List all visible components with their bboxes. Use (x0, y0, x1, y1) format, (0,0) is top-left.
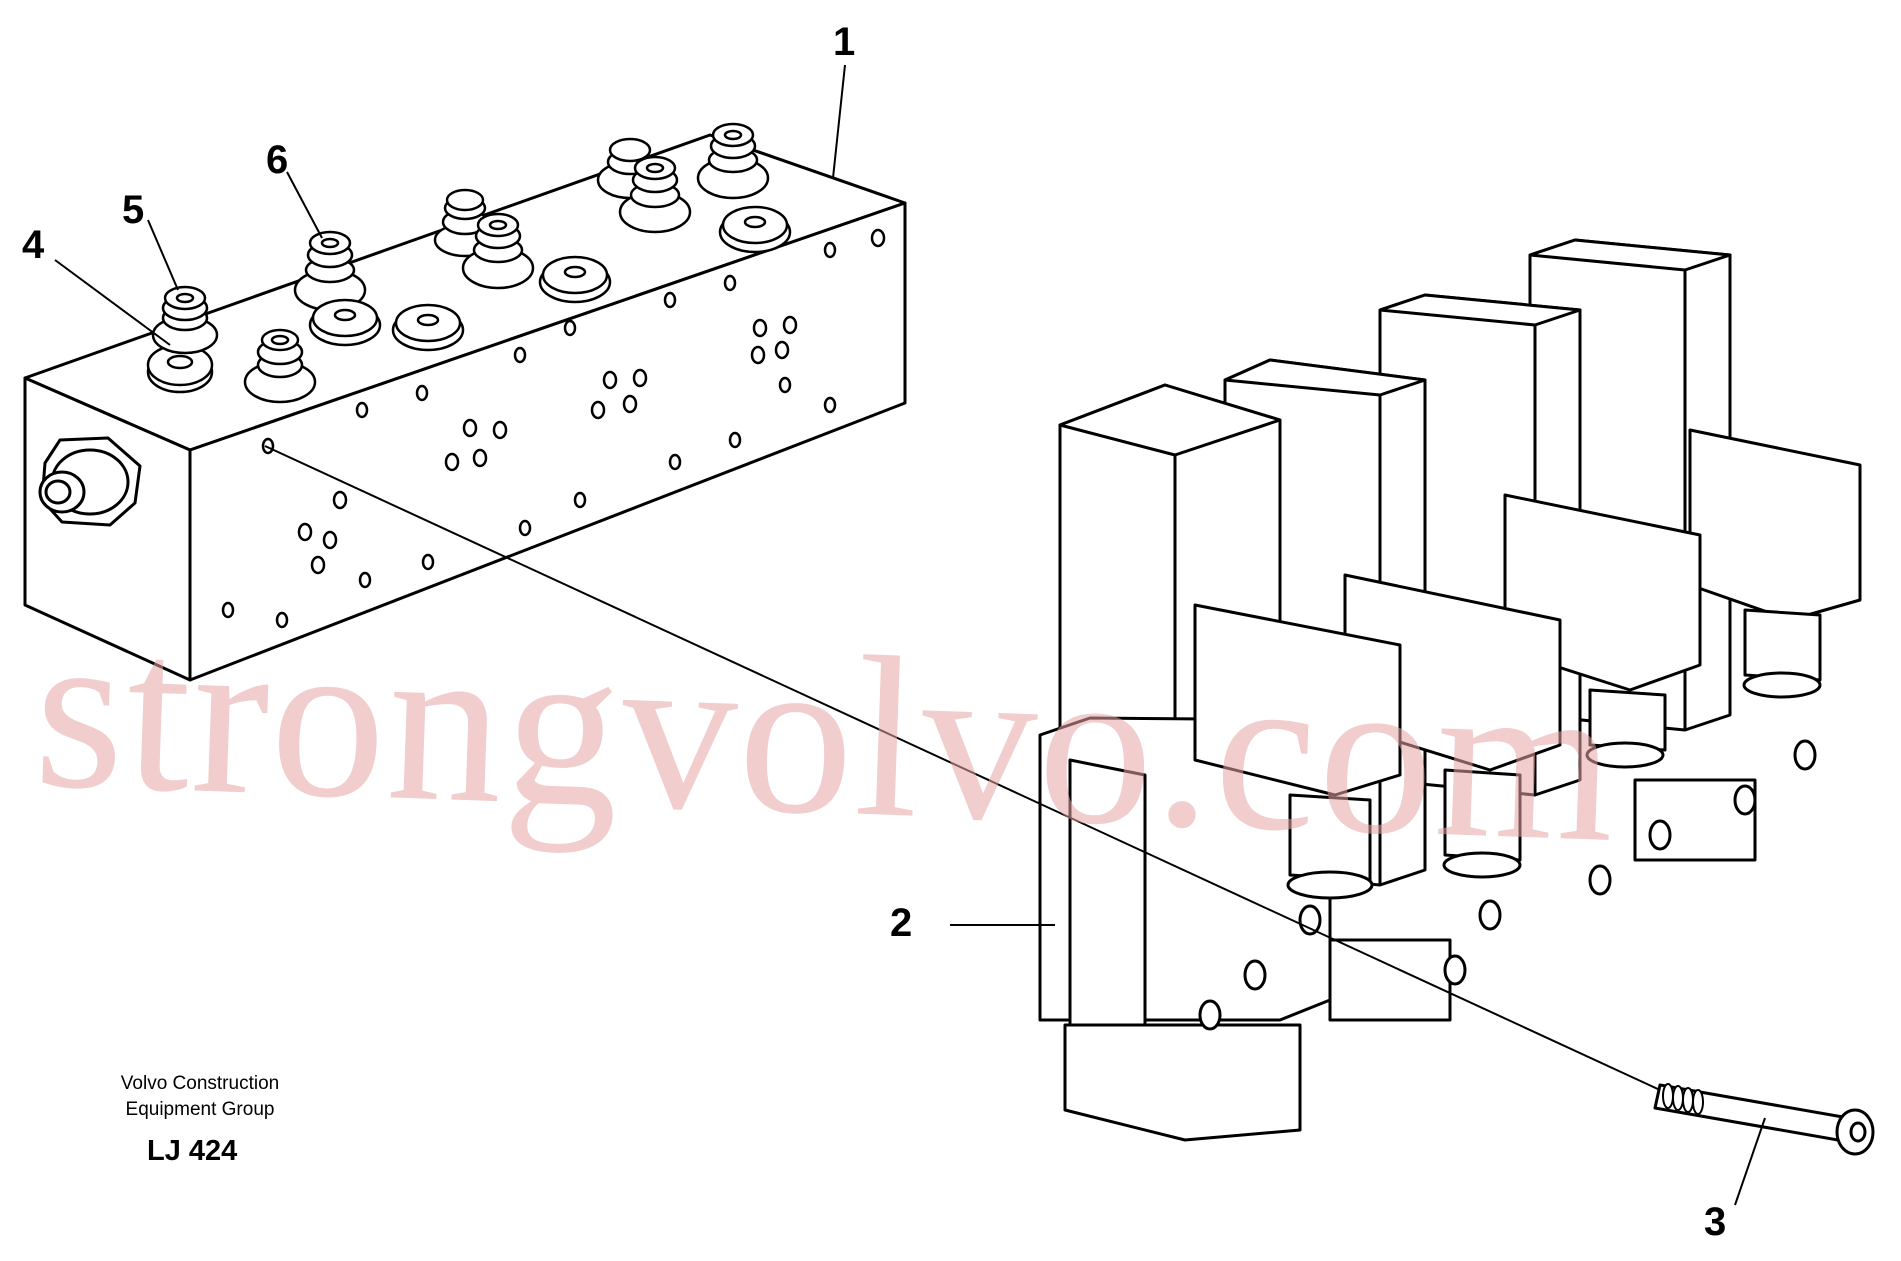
leader-6 (286, 171, 323, 239)
company-label: Volvo Construction Equipment Group (75, 1071, 325, 1123)
callout-5: 5 (122, 188, 145, 232)
leader-5 (147, 219, 179, 291)
side-port-fitting (38, 436, 142, 527)
leader-3 (1734, 1117, 1766, 1206)
callout-4: 4 (22, 223, 45, 267)
callout-6: 6 (266, 138, 289, 182)
mounting-bolt (1653, 1083, 1875, 1156)
diagram-code: LJ 424 (147, 1135, 238, 1167)
company-line-2: Equipment Group (125, 1099, 275, 1120)
top-port-fittings (146, 122, 792, 404)
bolt-axis-line (264, 445, 1661, 1091)
callout-2: 2 (890, 901, 913, 945)
valve-manifold-block (23, 122, 907, 682)
callout-1: 1 (833, 20, 856, 64)
callout-3: 3 (1704, 1200, 1727, 1244)
solenoid-valve-1 (1038, 383, 1402, 1142)
company-line-1: Volvo Construction (120, 1073, 280, 1094)
leader-1 (832, 64, 846, 179)
solenoid-valve-stack (1038, 238, 1862, 1142)
leader-4 (54, 259, 171, 346)
